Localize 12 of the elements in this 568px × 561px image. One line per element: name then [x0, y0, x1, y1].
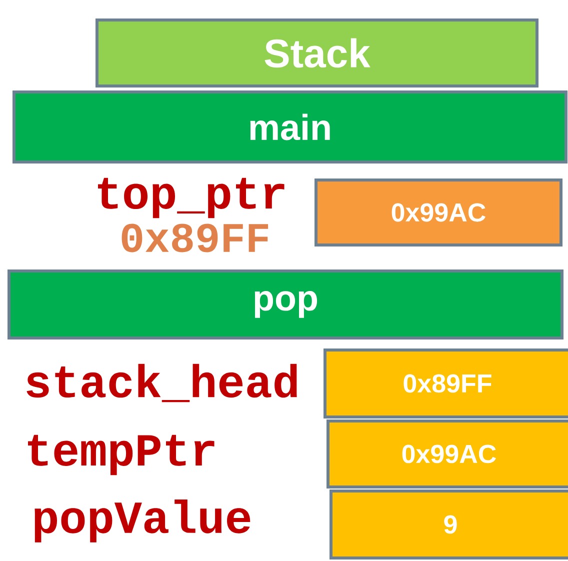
variable-name: popValue [34, 500, 250, 542]
value-box: 0x99AC [326, 419, 568, 488]
variable-name: tempPtr [28, 434, 214, 476]
function-box: pop [8, 269, 564, 340]
value-box: 9 [330, 489, 568, 560]
address-text: 0x89FF [122, 224, 268, 252]
variable-name: top_ptr [98, 178, 284, 218]
title-box: Stack [96, 18, 538, 88]
value-box: 0x89FF [324, 348, 568, 418]
value-box: 0x99AC [314, 178, 562, 246]
variable-name: stack_head [26, 364, 297, 402]
function-box: main [12, 90, 568, 164]
